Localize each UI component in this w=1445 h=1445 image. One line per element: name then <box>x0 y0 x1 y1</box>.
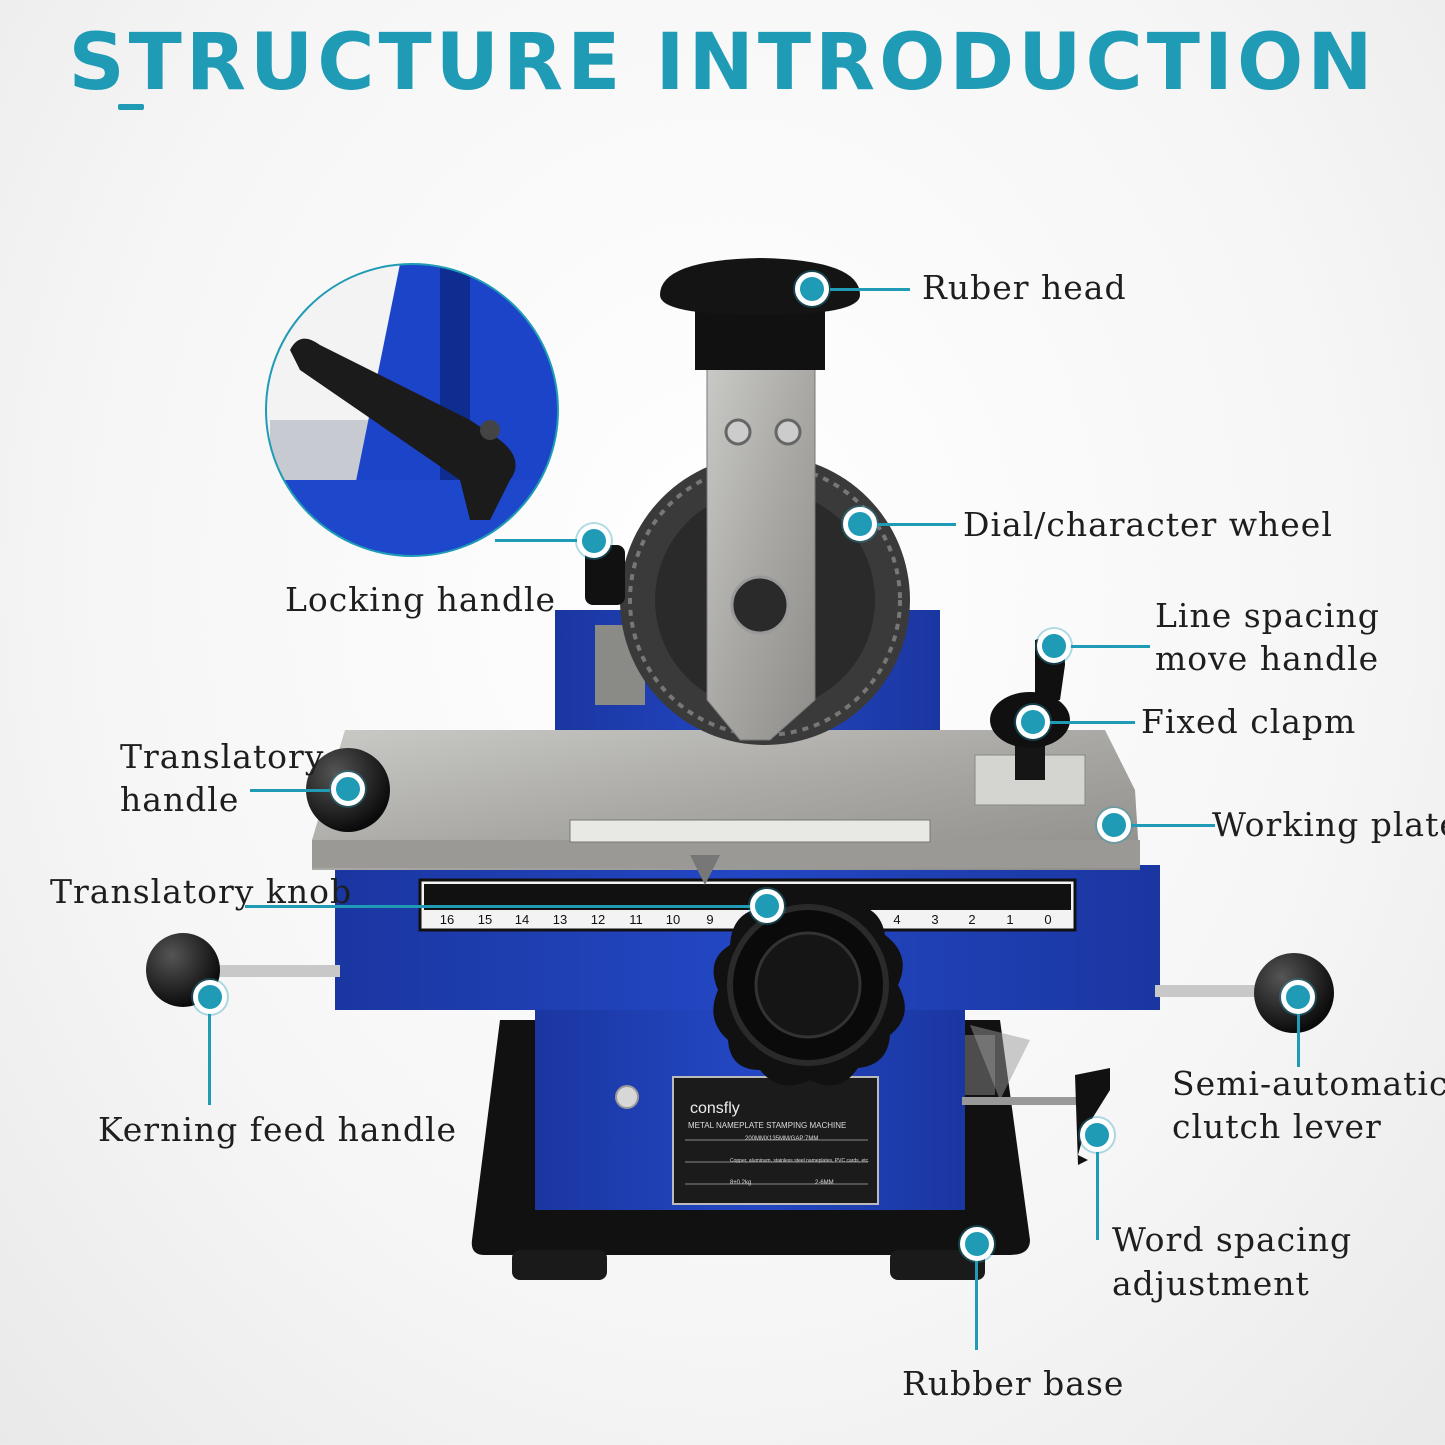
callout-line-word-spacing <box>1096 1150 1099 1240</box>
nameplate-wheel-height: 2-6MM <box>815 1180 834 1186</box>
callout-dot-rubber-base <box>960 1227 994 1261</box>
scale-number: 14 <box>515 912 529 927</box>
callout-dot-line-spacing <box>1037 629 1071 663</box>
scale-number: 11 <box>629 912 643 927</box>
callout-line-line-spacing <box>1070 645 1150 648</box>
label-kerning-feed: Kerning feed handle <box>98 1110 458 1149</box>
locking-handle-inset <box>266 264 558 556</box>
scale-number: 4 <box>893 912 900 927</box>
label-translatory-handle-1: Translatory <box>120 737 325 776</box>
working-plate-shape <box>312 730 1140 885</box>
callout-line-semi-auto <box>1297 1012 1300 1067</box>
label-semi-auto-2: clutch lever <box>1172 1107 1382 1146</box>
label-locking-handle: Locking handle <box>285 580 557 619</box>
nameplate-application: Copper, aluminum, stainless steel namepl… <box>730 1158 870 1164</box>
callout-line-locking-handle <box>495 539 580 542</box>
scale-number: 3 <box>931 912 938 927</box>
callout-line-translatory-handle <box>250 789 330 792</box>
callout-dot-fixed-clamp <box>1016 705 1050 739</box>
callout-dot-semi-auto <box>1281 980 1315 1014</box>
rubber-head-shape <box>660 258 860 370</box>
scale-number: 16 <box>440 912 454 927</box>
callout-dot-translatory-knob <box>750 889 784 923</box>
translatory-knob-shape <box>713 887 905 1086</box>
callout-line-ruber-head <box>830 288 910 291</box>
callout-dot-dial-wheel <box>843 507 877 541</box>
nameplate-shape: consfly METAL NAMEPLATE STAMPING MACHINE… <box>672 1076 879 1205</box>
scale-number: 12 <box>591 912 605 927</box>
callout-dot-translatory-handle <box>331 772 365 806</box>
nameplate-title: METAL NAMEPLATE STAMPING MACHINE <box>688 1121 846 1130</box>
label-translatory-knob: Translatory knob <box>50 872 353 911</box>
callout-dot-ruber-head <box>795 272 829 306</box>
scale-number: 1 <box>1006 912 1013 927</box>
label-working-plate: Working plate <box>1212 805 1445 844</box>
label-translatory-handle-2: handle <box>120 780 240 819</box>
scale-number: 9 <box>706 912 713 927</box>
callout-line-kerning-feed <box>208 1010 211 1105</box>
label-word-spacing-1: Word spacing <box>1112 1220 1353 1259</box>
scale-number: 10 <box>666 912 680 927</box>
nameplate-size: 200MMX135MM/GAP:7MM <box>745 1136 818 1142</box>
callout-line-rubber-base <box>975 1260 978 1350</box>
label-semi-auto-1: Semi-automatic <box>1172 1064 1445 1103</box>
scale-number: 13 <box>553 912 567 927</box>
callout-dot-working-plate <box>1097 808 1131 842</box>
label-rubber-base: Rubber base <box>902 1364 1125 1403</box>
label-ruber-head: Ruber head <box>922 268 1127 307</box>
callout-line-fixed-clamp <box>1050 721 1135 724</box>
callout-dot-word-spacing <box>1080 1118 1114 1152</box>
nameplate-net-weight: 8±0.2kg <box>730 1180 751 1186</box>
callout-dot-locking-handle <box>577 524 611 558</box>
label-fixed-clamp: Fixed clapm <box>1141 702 1357 741</box>
scale-number: 0 <box>1044 912 1051 927</box>
scale-number: 2 <box>968 912 975 927</box>
nameplate-brand: consfly <box>690 1100 740 1117</box>
scale-number: 15 <box>478 912 492 927</box>
label-line-spacing-2: move handle <box>1155 639 1380 678</box>
label-word-spacing-2: adjustment <box>1112 1264 1310 1303</box>
callout-line-working-plate <box>1130 824 1215 827</box>
callout-line-dial-wheel <box>876 523 956 526</box>
label-dial-wheel: Dial/character wheel <box>963 505 1333 544</box>
title-underline-mark <box>118 104 144 110</box>
label-line-spacing-1: Line spacing <box>1155 596 1380 635</box>
callout-line-translatory-knob <box>245 905 750 908</box>
callout-dot-kerning-feed <box>193 980 227 1014</box>
page-title: STRUCTURE INTRODUCTION <box>68 18 1377 108</box>
stamping-arm-shape <box>706 364 816 741</box>
